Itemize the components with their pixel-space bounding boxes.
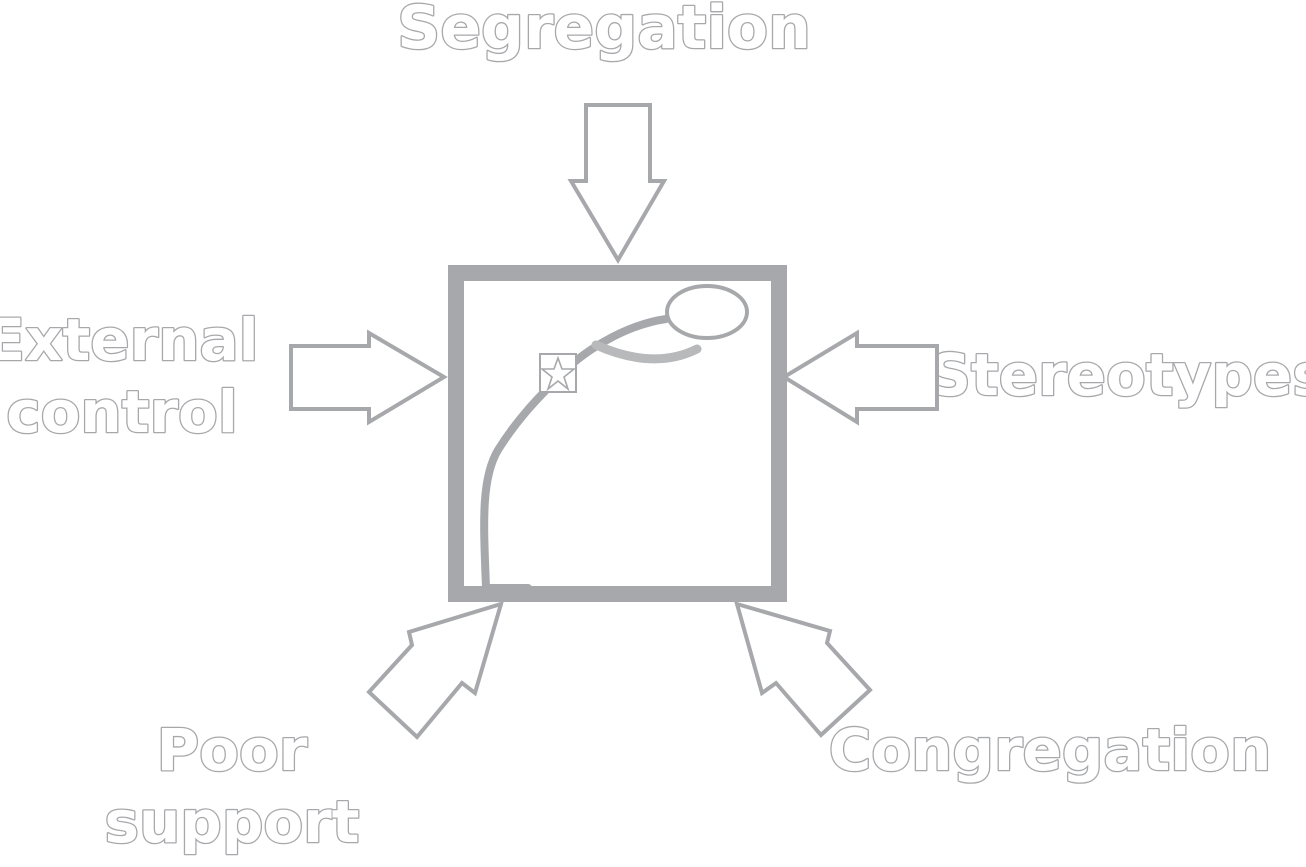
label-external-control-line2: control	[6, 378, 238, 446]
star-icon	[539, 353, 577, 393]
label-segregation: Segregation	[397, 0, 811, 63]
arrow-up-right-icon	[366, 601, 504, 740]
label-poor-support-line1: Poor	[157, 716, 308, 784]
arrow-left-icon	[780, 329, 939, 426]
label-poor-support-line2: support	[104, 788, 359, 856]
label-stereotypes: Stereotypes	[929, 341, 1306, 409]
arrow-down-icon	[567, 103, 668, 264]
box-frame	[448, 265, 787, 602]
arrow-right-icon	[289, 329, 448, 426]
label-congregation: Congregation	[829, 716, 1272, 784]
arrow-up-left-icon	[734, 601, 873, 738]
person-figure-icon	[480, 284, 749, 592]
label-external-control-line1: External	[0, 306, 259, 374]
